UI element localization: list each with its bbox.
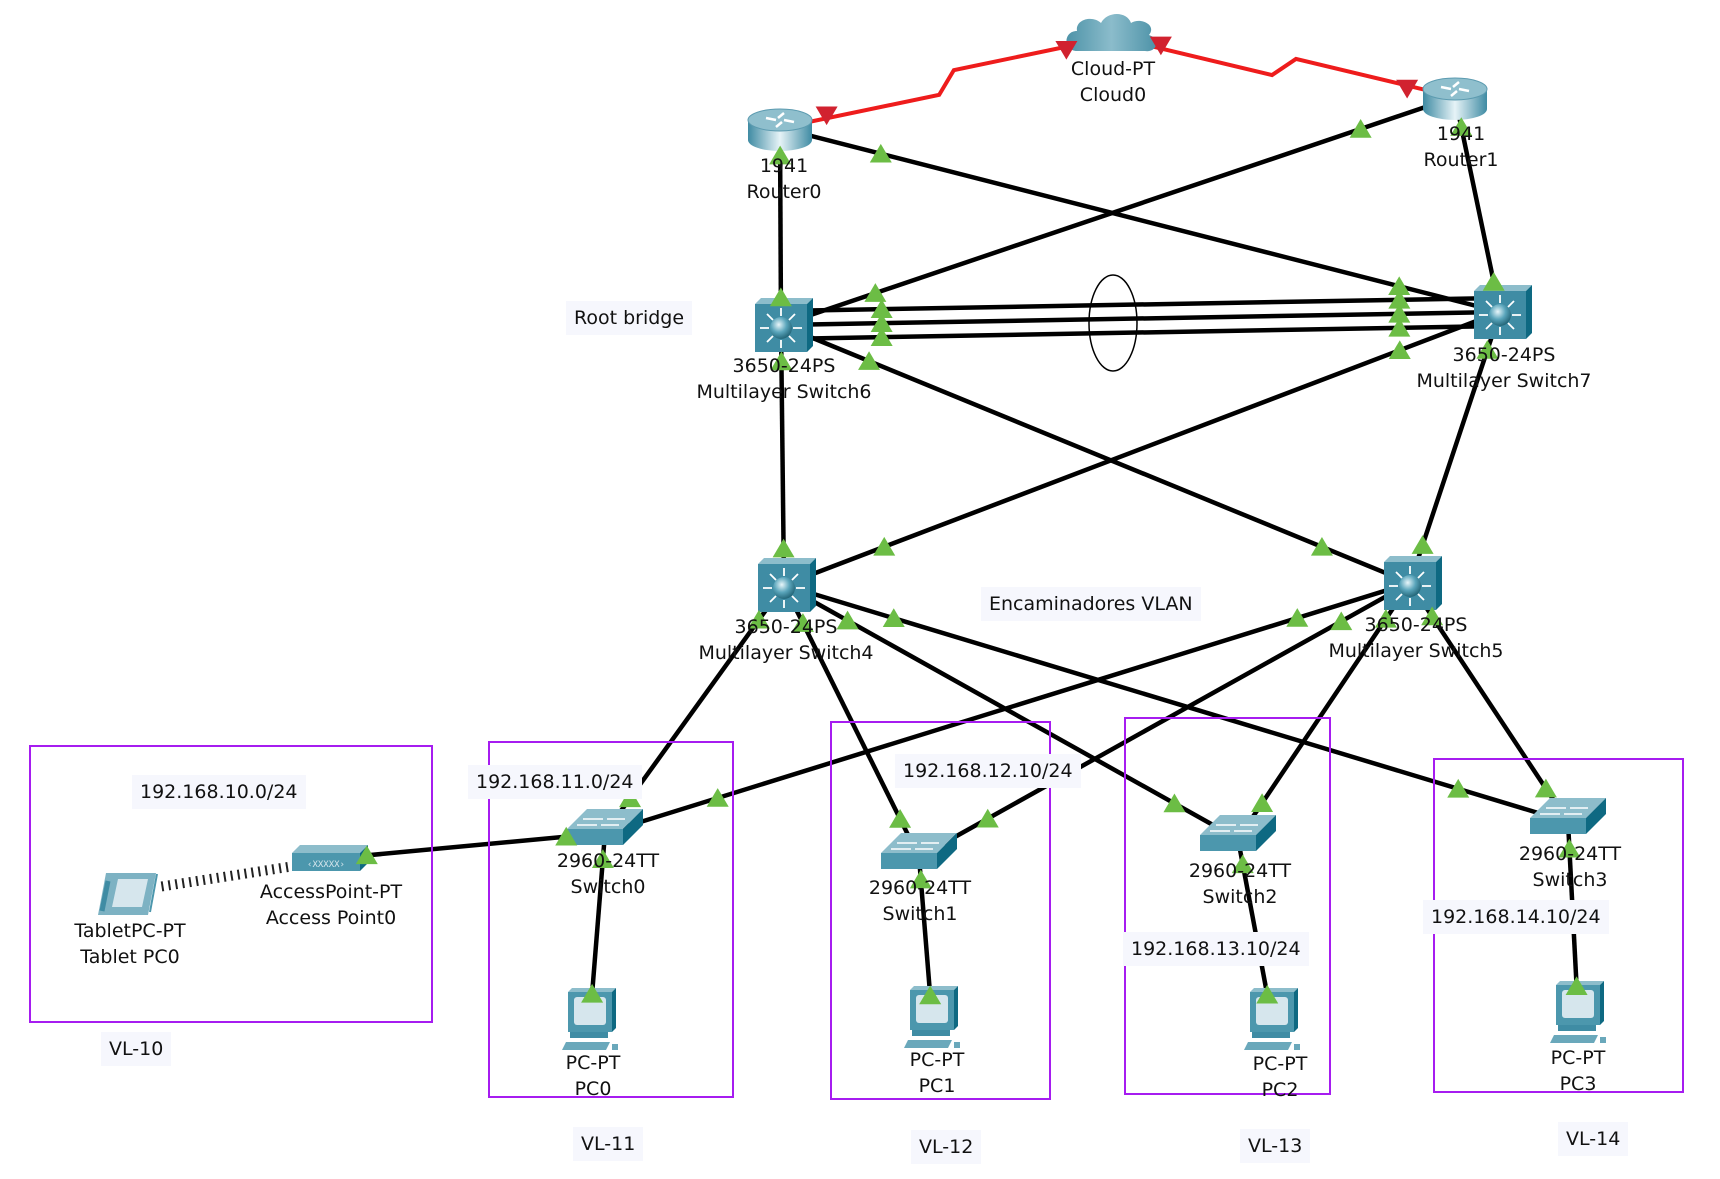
link-light-mls7	[1388, 303, 1411, 323]
link-light-mls6	[870, 327, 893, 346]
link-light-mls4	[747, 609, 770, 629]
link-light-mls4	[791, 613, 814, 632]
link-light-mls6	[769, 287, 792, 307]
link-light-sw2	[1163, 793, 1186, 813]
vlan-area-vl11	[488, 741, 734, 1098]
link-light-sw3	[1534, 778, 1557, 798]
link-light-router0	[769, 145, 792, 165]
link-light-mls5	[1286, 608, 1309, 627]
link-light-pc3	[1565, 976, 1588, 996]
link-light-cloud0	[1149, 36, 1172, 56]
cloud-icon	[1066, 14, 1157, 52]
link-router0-mls7[interactable]	[779, 125, 1501, 315]
link-light-mls6	[864, 283, 887, 302]
link-light-mls7	[1388, 317, 1411, 337]
link-light-ap0	[355, 845, 378, 865]
link-light-mls6	[770, 351, 793, 371]
mls-icon	[757, 557, 817, 613]
link-light-router1	[1396, 79, 1419, 99]
device-mls5[interactable]	[1383, 555, 1443, 611]
link-router1-cloud0[interactable]	[1112, 35, 1456, 99]
link-light-mls7	[1388, 276, 1411, 296]
link-light-mls6	[858, 351, 881, 370]
link-lights-layer	[355, 36, 1588, 1005]
link-router0-cloud0[interactable]	[779, 35, 1114, 130]
link-mls7-mls4[interactable]	[783, 309, 1501, 588]
link-light-sw2	[1231, 854, 1254, 874]
note-net10[interactable]: 192.168.10.0/24	[132, 775, 306, 809]
note-vl14[interactable]: VL-14	[1558, 1122, 1629, 1156]
link-light-pc0	[581, 983, 604, 1003]
link-mls6-mls7-1[interactable]	[780, 295, 1501, 314]
link-light-mls5	[1421, 606, 1444, 626]
link-light-cloud0	[1055, 40, 1078, 60]
link-router1-mls6[interactable]	[780, 94, 1456, 328]
link-light-sw0	[591, 849, 614, 868]
link-light-router1	[1349, 119, 1372, 138]
link-light-mls4	[772, 538, 795, 558]
link-light-mls7	[1476, 340, 1499, 359]
vlan-area-vl10	[29, 745, 433, 1023]
link-sw0-ap0[interactable]	[327, 830, 606, 862]
etherchannel-bundle-marker	[1088, 274, 1138, 372]
note-vl12[interactable]: VL-12	[911, 1130, 982, 1164]
note-vl10[interactable]: VL-10	[101, 1032, 172, 1066]
vlan-area-vl13	[1124, 717, 1331, 1095]
link-mls5-sw1[interactable]	[917, 581, 1412, 859]
link-light-mls4	[836, 610, 859, 630]
link-light-sw1	[889, 809, 912, 828]
link-light-mls4	[873, 536, 896, 556]
link-light-mls4	[882, 608, 905, 627]
link-light-mls5	[1310, 536, 1333, 556]
link-light-sw3	[1447, 778, 1470, 798]
link-mls6-mls7-2[interactable]	[780, 309, 1501, 328]
link-light-sw1	[909, 869, 932, 889]
link-light-pc1	[919, 985, 942, 1005]
link-light-sw0	[706, 788, 729, 807]
router-icon	[746, 107, 814, 153]
vlan-area-vl12	[830, 721, 1051, 1100]
device-router0[interactable]	[746, 107, 814, 153]
link-mls4-sw3[interactable]	[783, 582, 1569, 825]
note-net11[interactable]: 192.168.11.0/24	[468, 765, 642, 799]
link-light-mls7	[1482, 272, 1505, 291]
link-light-mls5	[1411, 535, 1434, 554]
link-ap0-tablet0[interactable]	[157, 862, 289, 892]
link-light-router0	[869, 143, 892, 163]
link-light-mls6	[870, 299, 893, 318]
link-mls4-sw2[interactable]	[782, 583, 1240, 841]
link-mls6-mls5[interactable]	[780, 322, 1411, 586]
link-light-pc2	[1256, 984, 1279, 1004]
note-root-bridge[interactable]: Root bridge	[566, 301, 693, 335]
link-light-sw0	[555, 826, 578, 846]
link-light-sw1	[976, 808, 999, 828]
note-net13[interactable]: 192.168.13.10/24	[1123, 932, 1309, 966]
link-light-mls7	[1388, 289, 1411, 309]
device-cloud0[interactable]	[1066, 14, 1157, 52]
device-mls4[interactable]	[757, 557, 817, 613]
note-net14[interactable]: 192.168.14.10/24	[1423, 900, 1609, 934]
device-mls7[interactable]	[1473, 284, 1533, 340]
devices-layer	[98, 14, 1607, 1050]
note-vl13[interactable]: VL-13	[1240, 1129, 1311, 1163]
link-light-mls6	[870, 313, 893, 332]
link-mls6-mls7-3[interactable]	[780, 323, 1501, 342]
mls-icon	[1383, 555, 1443, 611]
link-light-sw2	[1251, 793, 1274, 812]
link-light-mls5	[1330, 611, 1353, 631]
router-icon	[1421, 76, 1489, 122]
mls-icon	[1473, 284, 1533, 340]
device-router1[interactable]	[1421, 76, 1489, 122]
note-net12[interactable]: 192.168.12.10/24	[895, 754, 1081, 788]
link-light-mls7	[1388, 340, 1411, 360]
link-mls5-sw0[interactable]	[604, 580, 1411, 836]
link-light-sw3	[1558, 838, 1581, 858]
link-light-mls5	[1374, 608, 1397, 628]
note-vlan-routers[interactable]: Encaminadores VLAN	[981, 587, 1201, 621]
note-vl11[interactable]: VL-11	[573, 1127, 644, 1161]
link-light-router1	[1450, 117, 1473, 136]
link-light-router0	[815, 106, 838, 126]
